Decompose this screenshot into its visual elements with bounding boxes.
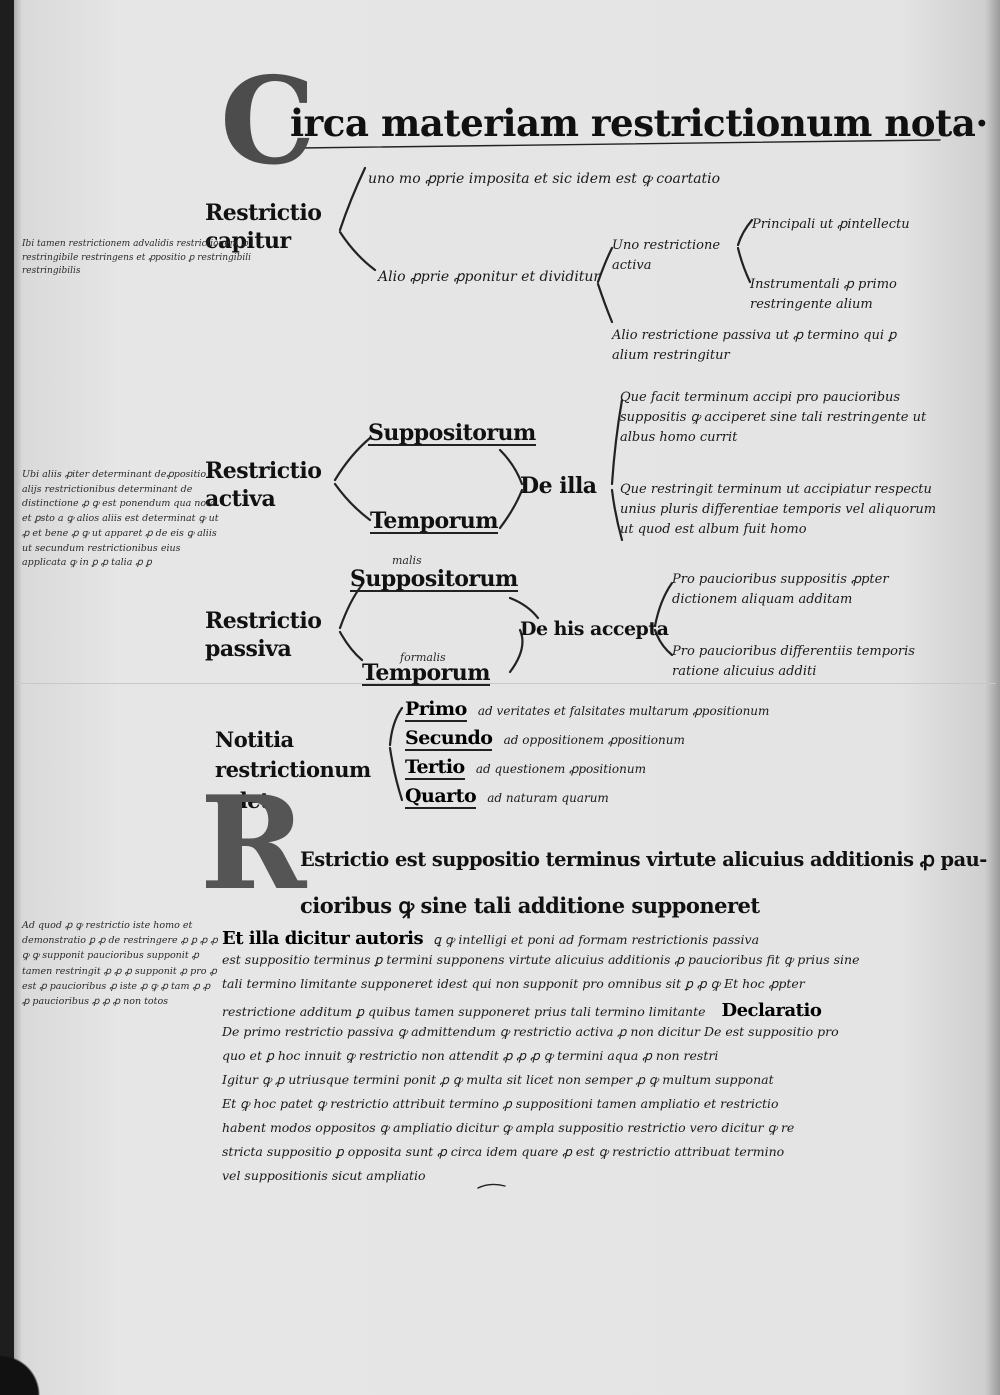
temporum-passiva: Temporum bbox=[362, 660, 491, 686]
body-line-9: Igitur ꝙ ꝓ utriusque termini ponit ꝓ ꝙ m… bbox=[222, 1072, 774, 1087]
suppositorum-activa: Suppositorum bbox=[368, 420, 536, 446]
de-his-accepta: De his accepta bbox=[520, 618, 669, 640]
body-line-11: habent modos oppositos ꝙ ampliatio dicit… bbox=[222, 1120, 795, 1135]
tree-que-1: Que facit terminum accipi pro paucioribu… bbox=[620, 388, 940, 448]
notitia-item-label: Quarto bbox=[405, 785, 477, 809]
tree-pro-2: Pro paucioribus differentiis temporis ra… bbox=[672, 642, 942, 682]
tree-que-1-text: Que facit terminum accipi pro paucioribu… bbox=[620, 390, 927, 446]
brace-de-illa bbox=[498, 448, 524, 530]
tree-que-2-text: Que restringit terminum ut accipiatur re… bbox=[620, 482, 937, 538]
restrictio-passiva-text: Restrictio passiva bbox=[205, 608, 322, 662]
body-line-1: Estrictio est suppositio terminus virtut… bbox=[300, 848, 987, 871]
body-line-2: cioribus ꝙ sine tali additione supponere… bbox=[300, 893, 760, 918]
body-line-10: Et ꝙ hoc patet ꝙ restrictio attribuit te… bbox=[222, 1096, 779, 1111]
tree-line-top: uno mo ꝓprie imposita et sic idem est ꝙ … bbox=[368, 171, 721, 187]
page-fold bbox=[16, 683, 996, 684]
notitia-list: Primo ad veritates et falsitates multaru… bbox=[405, 698, 965, 814]
margin-note-3: Ad quod ꝓ ꝙ restrictio iste homo et demo… bbox=[22, 918, 220, 1009]
tree-pro-1-text: Pro paucioribus suppositis ꝓpter diction… bbox=[672, 572, 889, 608]
brace-pro bbox=[653, 581, 674, 657]
notitia-item-label: Primo bbox=[405, 698, 467, 722]
tree-alio-modo: Alio ꝓprie ꝓponitur et dividitur bbox=[378, 269, 601, 285]
page-title: irca materiam restrictionum nota· bbox=[290, 101, 988, 145]
margin-note-1: Ibi tamen restrictionem advalidis restri… bbox=[22, 238, 282, 279]
tree-malis: malis bbox=[392, 554, 422, 567]
de-illa: De illa bbox=[520, 473, 597, 499]
restrictio-passiva: Restrictio passiva bbox=[205, 608, 340, 663]
tree-formalis: formalis bbox=[400, 651, 446, 664]
restrictio-capitur-text: Restrictio capitur bbox=[205, 200, 322, 254]
tree-que-2: Que restringit terminum ut accipiatur re… bbox=[620, 480, 940, 540]
temporum-activa: Temporum bbox=[370, 508, 499, 534]
notitia-item-text: ad questionem ꝓpositionum bbox=[475, 762, 646, 776]
tree-instrumentali-text: Instrumentali ꝓ primo restringente alium bbox=[750, 277, 897, 312]
notitia-item-label: Tertio bbox=[405, 756, 465, 780]
body-line-5: tali termino limitante supponeret idest … bbox=[222, 976, 805, 991]
body-line-3-lead: Et illa dicitur autoris bbox=[222, 928, 424, 949]
body-initial: R bbox=[200, 769, 307, 919]
tree-alio-restrictione-text: Alio restrictione passiva ut ꝓ termino q… bbox=[612, 328, 897, 363]
brace-activa bbox=[333, 436, 372, 522]
restrictio-activa: Restrictio activa bbox=[205, 458, 340, 513]
tree-alio-restrictione: Alio restrictione passiva ut ꝓ termino q… bbox=[612, 326, 937, 365]
notitia-text: Notitia restrictionum valet bbox=[215, 727, 371, 813]
notitia-item-text: ad veritates et falsitates multarum ꝓpos… bbox=[477, 704, 770, 718]
title-rule bbox=[299, 139, 941, 149]
title-initial: C bbox=[220, 51, 316, 192]
body-line-3-text: ꝗ ꝙ intelligi et poni ad formam restrict… bbox=[433, 932, 760, 947]
brace-uno bbox=[736, 218, 754, 284]
notitia-item-secundo: Secundo ad oppositionem ꝓpositionum bbox=[405, 727, 965, 756]
margin-note-3-text: Ad quod ꝓ ꝙ restrictio iste homo et demo… bbox=[22, 920, 218, 1007]
notitia-item-text: ad oppositionem ꝓpositionum bbox=[503, 733, 685, 747]
suppositorum-passiva: Suppositorum bbox=[350, 566, 518, 592]
body-line-4: est suppositio terminus ꝑ termini suppon… bbox=[222, 952, 860, 967]
restrictio-activa-text: Restrictio activa bbox=[205, 458, 322, 512]
notitia-item-tertio: Tertio ad questionem ꝓpositionum bbox=[405, 756, 965, 785]
body-line-13: vel suppositionis sicut ampliatio bbox=[222, 1168, 426, 1183]
notitia-restrictionum: Notitia restrictionum valet bbox=[215, 725, 390, 816]
margin-note-2-text: Ubi aliis ꝓiter determinant deꝓpositio a… bbox=[22, 469, 219, 569]
brace-passiva bbox=[338, 583, 364, 662]
restrictio-capitur: Restrictio capitur bbox=[205, 200, 345, 255]
brace-que bbox=[610, 398, 624, 542]
body-line-6: restrictione additum ꝑ quibus tamen supp… bbox=[222, 1002, 942, 1026]
closing-flourish bbox=[477, 1183, 506, 1189]
brace-capitur bbox=[338, 166, 377, 272]
body-line-6-text: restrictione additum ꝑ quibus tamen supp… bbox=[222, 1004, 706, 1019]
page-corner-shadow bbox=[0, 1340, 60, 1395]
margin-note-1-text: Ibi tamen restrictionem advalidis restri… bbox=[22, 239, 252, 276]
notitia-item-quarto: Quarto ad naturam quarum bbox=[405, 785, 965, 814]
tree-uno-restrictione: Uno restrictione activa bbox=[612, 236, 737, 275]
tree-pro-1: Pro paucioribus suppositis ꝓpter diction… bbox=[672, 570, 932, 610]
body-line-12: stricta suppositio ꝑ opposita sunt ꝓ cir… bbox=[222, 1144, 785, 1159]
margin-note-2: Ubi aliis ꝓiter determinant deꝓpositio a… bbox=[22, 468, 222, 571]
tree-instrumentali: Instrumentali ꝓ primo restringente alium bbox=[750, 275, 940, 314]
brace-de-his bbox=[508, 596, 540, 674]
declaratio-heading: Declaratio bbox=[721, 1000, 822, 1021]
tree-principali: Principali ut ꝓintellectu bbox=[752, 217, 910, 232]
notitia-item-text: ad naturam quarum bbox=[487, 791, 609, 805]
tree-uno-restrictione-text: Uno restrictione activa bbox=[612, 238, 721, 273]
notitia-item-label: Secundo bbox=[405, 727, 493, 751]
brace-alio bbox=[596, 246, 614, 324]
body-line-3: Et illa dicitur autoris ꝗ ꝙ intelligi et… bbox=[222, 930, 942, 954]
brace-notitia bbox=[388, 706, 404, 802]
tree-pro-2-text: Pro paucioribus differentiis temporis ra… bbox=[672, 644, 915, 680]
binding-gutter bbox=[0, 0, 14, 1395]
body-line-7: De primo restrictio passiva ꝙ admittendu… bbox=[222, 1024, 839, 1039]
body-paragraph: Et illa dicitur autoris ꝗ ꝙ intelligi et… bbox=[222, 930, 942, 1194]
notitia-item-primo: Primo ad veritates et falsitates multaru… bbox=[405, 698, 965, 727]
body-line-8: quo et ꝑ hoc innuit ꝙ restrictio non att… bbox=[222, 1048, 719, 1063]
